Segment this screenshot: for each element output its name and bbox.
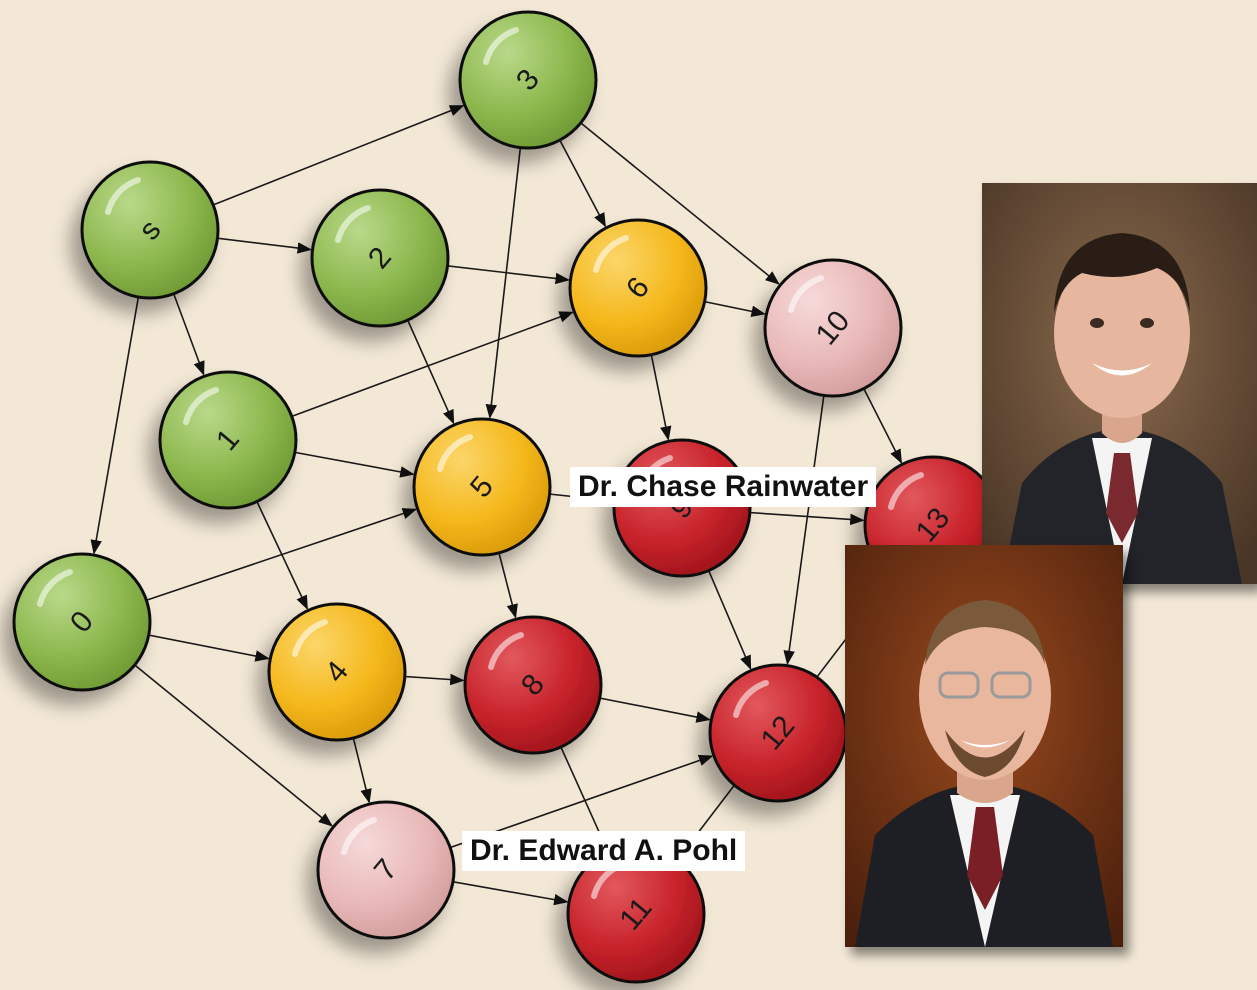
node-highlight — [593, 235, 629, 273]
node-highlight — [788, 275, 824, 313]
edge-3-10 — [564, 109, 780, 285]
node-highlight — [105, 177, 141, 215]
photo-edward-pohl — [845, 545, 1123, 947]
node-0: 0 — [12, 552, 152, 692]
node-highlight — [37, 569, 73, 607]
node-highlight — [488, 632, 524, 670]
node-11: 11 — [566, 844, 706, 984]
edge-0-7 — [118, 651, 333, 827]
edge-8-11 — [551, 728, 609, 852]
edge-1-5 — [275, 447, 415, 478]
edge-10-12 — [783, 375, 828, 666]
edge-1-4 — [247, 483, 308, 610]
node-2: 2 — [310, 188, 450, 328]
edge-0-4 — [128, 630, 270, 662]
node-4: 4 — [267, 602, 407, 742]
edge-2-6 — [427, 262, 570, 285]
edge-s-0 — [90, 277, 143, 555]
node-highlight — [341, 817, 377, 855]
node-8: 8 — [463, 615, 603, 755]
edge-7-11 — [433, 877, 569, 906]
node-highlight — [483, 27, 519, 65]
node-highlight — [888, 472, 924, 510]
name-label-rainwater: Dr. Chase Rainwater — [570, 467, 877, 507]
edge-s-3 — [194, 105, 465, 214]
edge-3-5 — [485, 127, 524, 419]
name-label-pohl: Dr. Edward A. Pohl — [462, 831, 746, 871]
node-6: 6 — [568, 218, 708, 358]
edges-layer — [90, 105, 903, 906]
node-highlight — [183, 387, 219, 425]
node-3: 3 — [458, 10, 598, 150]
node-s: s — [80, 160, 220, 300]
edge-0-5 — [127, 508, 418, 608]
node-highlight — [292, 619, 328, 657]
node-highlight — [733, 680, 769, 718]
edge-1-6 — [272, 311, 574, 425]
node-highlight — [437, 434, 473, 472]
node-12: 12 — [708, 663, 848, 803]
node-10: 10 — [763, 258, 903, 398]
edge-8-12 — [579, 693, 711, 723]
edge-2-5 — [398, 301, 455, 425]
node-9: 9 — [612, 438, 752, 578]
node-1: 1 — [158, 370, 298, 510]
node-5: 5 — [412, 417, 552, 557]
photo-chase-rainwater — [982, 183, 1257, 584]
node-7: 7 — [316, 800, 456, 940]
node-highlight — [335, 205, 371, 243]
edge-9-13 — [729, 510, 865, 526]
